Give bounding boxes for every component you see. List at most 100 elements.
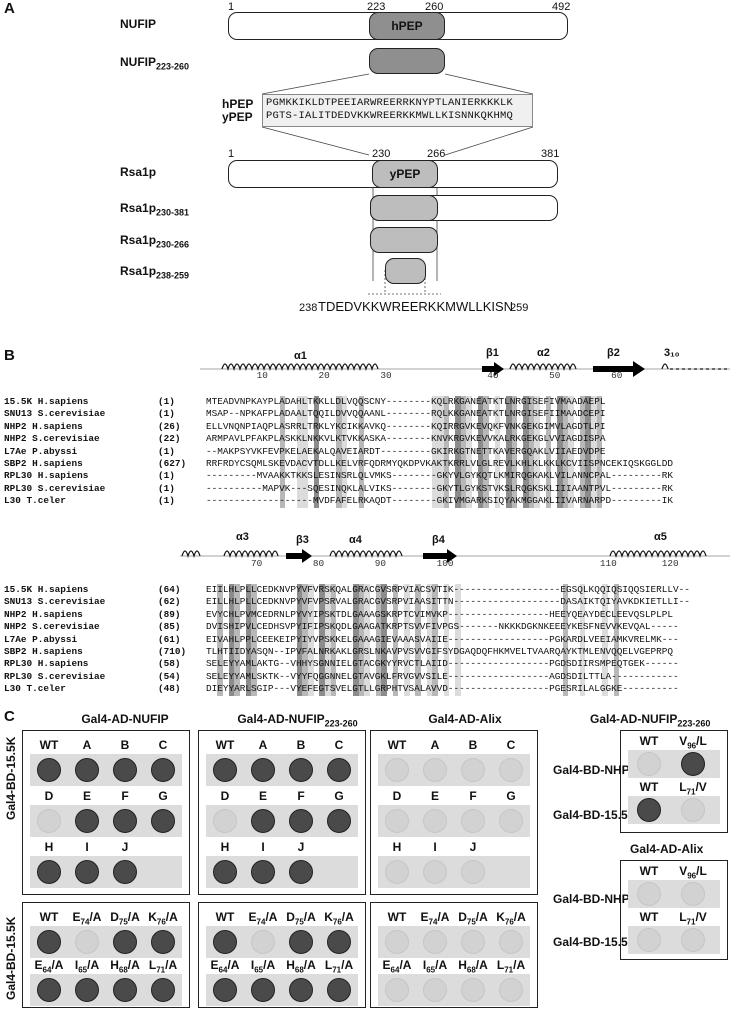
conservation-shade xyxy=(251,584,257,696)
screen2-top-frame xyxy=(198,730,366,895)
conservation-shade xyxy=(432,584,439,696)
peptide-sequence: TDEDVKKWREERKKMWLLKISN xyxy=(318,299,514,314)
conservation-shade xyxy=(426,584,433,696)
yeast-spot xyxy=(423,809,447,833)
rsa1p-ypep-segment: yPEP xyxy=(372,160,438,188)
pep-alignment-box xyxy=(262,94,533,127)
mutant-label: D75/A xyxy=(286,910,316,927)
yeast-spot xyxy=(385,930,409,954)
ss-track-2 xyxy=(180,549,730,563)
screen1-top-frame xyxy=(22,730,190,895)
conservation-shade xyxy=(443,584,450,696)
conservation-shade xyxy=(443,396,450,508)
yeast-spot xyxy=(637,798,661,822)
yeast-spot xyxy=(461,758,485,782)
species-row-1-6: SBP2 H.sapiens xyxy=(4,458,83,469)
mutant-label: E64/A xyxy=(210,958,240,975)
row-label-bottom: Gal4-BD-15.5K xyxy=(4,916,18,1000)
helix-alpha2-icon xyxy=(509,363,577,372)
species-row-1-2: SNU13 S.cerevisiae xyxy=(4,408,106,420)
yeast-spot xyxy=(75,860,99,884)
conservation-shade xyxy=(545,396,552,508)
position-row-2-6: (710) xyxy=(158,646,187,657)
yeast-spot xyxy=(385,978,409,1002)
yeast-spot xyxy=(461,930,485,954)
yeast-spot xyxy=(213,978,237,1002)
strain-label: D xyxy=(392,789,402,803)
yeast-spot xyxy=(75,978,99,1002)
conservation-shade xyxy=(353,584,359,696)
ypep-sequence: PGTS-IALITDEDVKKWREERKKMWLLKISNNKQKHMQ xyxy=(266,110,514,122)
rsa1p-start-number: 1 xyxy=(228,148,235,160)
species-row-1-8: RPL30 S.cerevisiae xyxy=(4,482,106,494)
ss2-label-beta4: β4 xyxy=(432,534,445,546)
yeast-spot xyxy=(289,860,313,884)
side2-plate-frame xyxy=(620,860,728,960)
conservation-shade xyxy=(228,584,235,696)
side1-bait-2: Gal4-BD-15.5K xyxy=(553,808,637,822)
helix-alpha3-icon xyxy=(181,550,279,559)
ss1-label-beta1: β1 xyxy=(486,347,499,359)
mutant-label: H68/A xyxy=(110,958,140,975)
screen3-title: Gal4-AD-Alix xyxy=(428,712,502,726)
conservation-shade xyxy=(324,584,331,696)
yeast-spot xyxy=(499,809,523,833)
yeast-spot xyxy=(327,809,351,833)
yeast-spot xyxy=(251,930,275,954)
side2-title: Gal4-AD-Alix xyxy=(630,842,704,856)
strain-label: G xyxy=(158,789,168,803)
rsa1p-pos-266: 266 xyxy=(427,148,446,160)
yeast-spot xyxy=(637,752,661,776)
yeast-spot xyxy=(499,758,523,782)
ss2-label-alpha3: α3 xyxy=(236,531,249,543)
ss1-label-alpha2: α2 xyxy=(537,347,550,359)
side-mutant-label: V96/L xyxy=(679,864,707,881)
strand-beta1-icon xyxy=(482,362,504,376)
yeast-spot xyxy=(423,930,447,954)
strain-label: C xyxy=(506,738,516,752)
yeast-spot xyxy=(637,882,661,906)
sequence-row-2-4: DVISHIPVLCEDHSVPYIFIPSKQDLGAAGATKRPTSVVF… xyxy=(206,621,679,633)
conservation-shade xyxy=(313,396,320,508)
strain-label: G xyxy=(334,789,344,803)
conservation-shade xyxy=(511,396,518,508)
yeast-spot xyxy=(637,928,661,952)
rsa1p-238-259-bar xyxy=(385,258,426,284)
yeast-spot xyxy=(151,930,175,954)
panel-a-label: A xyxy=(4,0,15,17)
yeast-spot xyxy=(681,752,705,776)
strain-label: E xyxy=(82,789,91,803)
yeast-spot xyxy=(113,809,137,833)
strand-beta4-icon xyxy=(423,549,457,563)
conservation-shade xyxy=(358,396,365,508)
sequence-row-2-7: SELEYYAMLAKTG--VHHYSGNNIELGTACGKYYRVCTLA… xyxy=(206,658,679,670)
strain-label: I xyxy=(433,840,437,854)
conservation-shade xyxy=(319,584,325,696)
position-row-1-7: (1) xyxy=(158,470,175,482)
species-row-1-5: L7Ae P.abyssi xyxy=(4,445,78,457)
yeast-spot xyxy=(423,978,447,1002)
species-row-2-8: RPL30 S.cerevisiae xyxy=(4,670,106,682)
ruler-block1: 10 20 30 40 50 60 xyxy=(206,370,623,381)
conservation-shade xyxy=(302,584,308,696)
yeast-spot xyxy=(151,978,175,1002)
nufip-start-number: 1 xyxy=(228,1,235,13)
mutant-label: WT xyxy=(215,910,235,924)
conservation-shade xyxy=(279,396,286,508)
side1-title: Gal4-AD-NUFIP223-260 xyxy=(590,712,711,729)
strain-label: E xyxy=(430,789,439,803)
conservation-shade xyxy=(556,396,563,508)
conservation-shade xyxy=(364,584,371,696)
screen1-bottom-frame xyxy=(22,902,190,1008)
strain-label: H xyxy=(44,840,54,854)
ss-track-1 xyxy=(200,361,730,377)
ss2-label-alpha4: α4 xyxy=(349,534,362,546)
species-row-1-7: RPL30 H.sapiens xyxy=(4,470,89,482)
conservation-shade xyxy=(602,584,608,696)
conservation-shade xyxy=(590,396,597,508)
side1-bait-1: Gal4-BD-NHP2 xyxy=(553,763,637,777)
species-row-2-6: SBP2 H.sapiens xyxy=(4,646,83,657)
strain-label: F xyxy=(121,789,129,803)
sequence-row-2-8: SELEYYAMLSKTK--VYYFQGGNNELGTAVGKLFRVGVVS… xyxy=(206,670,679,682)
strain-label: C xyxy=(158,738,168,752)
